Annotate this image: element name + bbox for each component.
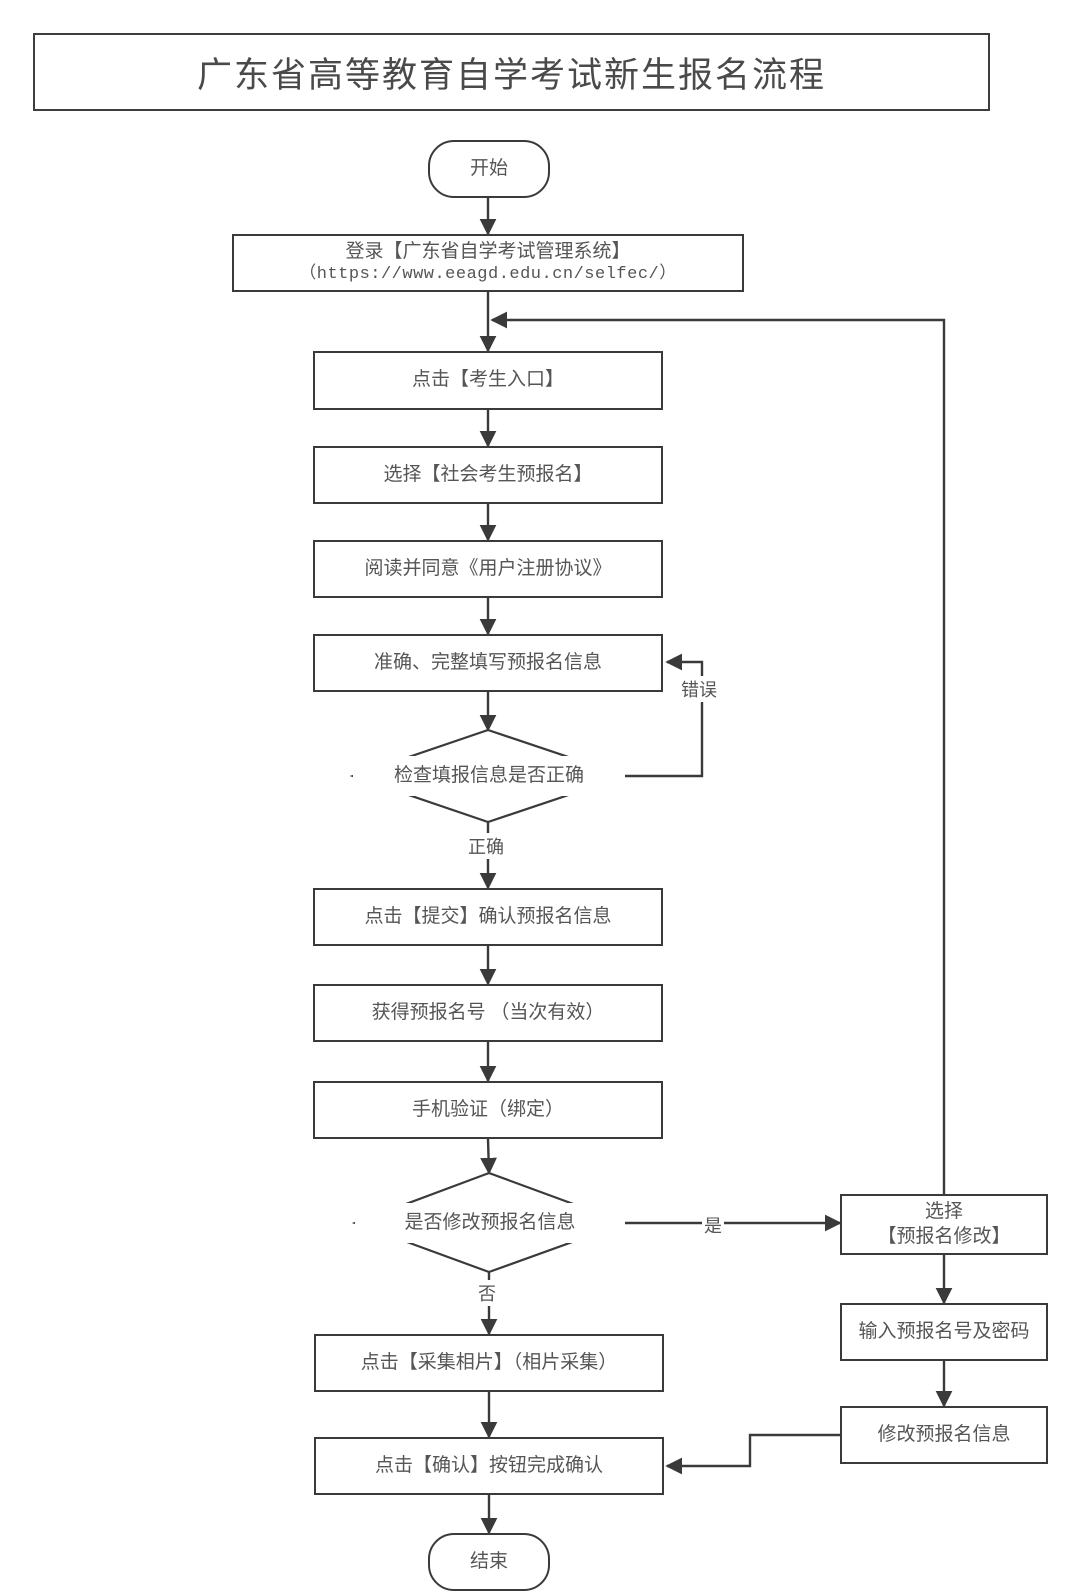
- node-confirm-label: 点击【确认】按钮完成确认: [374, 1454, 603, 1476]
- node-collect-photo-label: 点击【采集相片】（相片采集）: [360, 1351, 618, 1373]
- node-fill-info[interactable]: 准确、完整填写预报名信息: [313, 634, 663, 692]
- node-select-preregister-label: 选择【社会考生预报名】: [383, 463, 593, 485]
- node-select-modify-line1: 选择: [924, 1201, 963, 1223]
- node-start-label: 开始: [469, 157, 508, 179]
- edge-label-yes: 是: [702, 1212, 724, 1238]
- node-confirm[interactable]: 点击【确认】按钮完成确认: [314, 1437, 664, 1495]
- edge-label-error: 错误: [679, 676, 719, 702]
- edge-label-correct: 正确: [466, 833, 506, 859]
- node-collect-photo[interactable]: 点击【采集相片】（相片采集）: [314, 1334, 664, 1392]
- node-login-label: 登录【广东省自学考试管理系统】: [345, 240, 631, 262]
- node-candidate-entrance[interactable]: 点击【考生入口】: [313, 351, 663, 410]
- node-input-credentials[interactable]: 输入预报名号及密码: [840, 1303, 1048, 1361]
- node-input-credentials-label: 输入预报名号及密码: [858, 1320, 1030, 1342]
- node-candidate-entrance-label: 点击【考生入口】: [411, 369, 564, 391]
- node-submit-label: 点击【提交】确认预报名信息: [364, 905, 612, 927]
- node-start[interactable]: 开始: [428, 140, 550, 198]
- node-end-label: 结束: [469, 1550, 508, 1572]
- node-get-number[interactable]: 获得预报名号 （当次有效）: [313, 984, 663, 1042]
- node-modify-info-label: 修改预报名信息: [877, 1423, 1011, 1445]
- node-read-agreement[interactable]: 阅读并同意《用户注册协议》: [313, 540, 663, 598]
- node-select-modify[interactable]: 选择 【预报名修改】: [840, 1194, 1048, 1255]
- node-end[interactable]: 结束: [428, 1533, 550, 1591]
- decision-shape-modify: [351, 1171, 629, 1274]
- node-modify-info[interactable]: 修改预报名信息: [840, 1406, 1048, 1464]
- decision-shape-check-info: [349, 728, 629, 824]
- page-title: 广东省高等教育自学考试新生报名流程: [196, 55, 826, 95]
- page-title-frame: 广东省高等教育自学考试新生报名流程: [33, 33, 990, 111]
- node-select-preregister[interactable]: 选择【社会考生预报名】: [313, 446, 663, 504]
- node-submit[interactable]: 点击【提交】确认预报名信息: [313, 888, 663, 946]
- node-phone-verify-label: 手机验证（绑定）: [411, 1098, 564, 1120]
- node-login[interactable]: 登录【广东省自学考试管理系统】 （https://www.eeagd.edu.c…: [232, 234, 744, 292]
- node-get-number-label: 获得预报名号 （当次有效）: [371, 1001, 605, 1023]
- node-select-modify-line2: 【预报名修改】: [877, 1225, 1011, 1247]
- node-login-url: （https://www.eeagd.edu.cn/selfec/）: [299, 265, 677, 285]
- edge-label-no: 否: [476, 1280, 498, 1306]
- node-read-agreement-label: 阅读并同意《用户注册协议》: [364, 557, 612, 579]
- node-fill-info-label: 准确、完整填写预报名信息: [373, 651, 602, 673]
- node-phone-verify[interactable]: 手机验证（绑定）: [313, 1081, 663, 1139]
